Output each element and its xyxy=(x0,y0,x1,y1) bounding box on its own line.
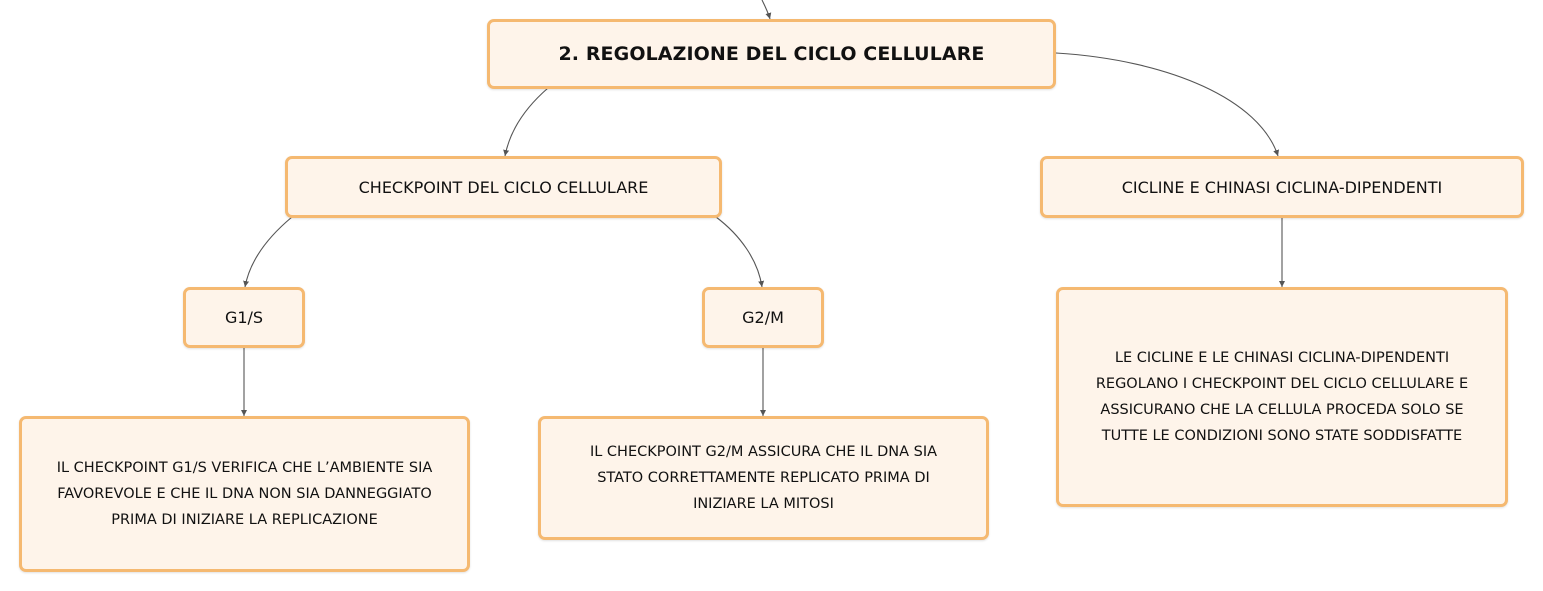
node-text: LE CICLINE E LE CHINASI CICLINA-DIPENDEN… xyxy=(1096,345,1468,449)
text-line: LE CICLINE E LE CHINASI CICLINA-DIPENDEN… xyxy=(1114,350,1450,366)
text-line: ASSICURANO CHE LA CELLULA PROCEDA SOLO S… xyxy=(1100,402,1464,418)
node-label: G2/M xyxy=(742,308,784,327)
node-g2m[interactable]: G2/M xyxy=(702,287,824,348)
node-regolazione-ciclo-cellulare[interactable]: 2. REGOLAZIONE DEL CICLO CELLULARE xyxy=(487,19,1056,89)
connector-checkpoint-to-g2m xyxy=(715,216,765,288)
node-g1s-description[interactable]: IL CHECKPOINT G1/S VERIFICA CHE L’AMBIEN… xyxy=(19,416,470,572)
node-label: CICLINE E CHINASI CICLINA-DIPENDENTI xyxy=(1121,177,1443,197)
node-cicline-chinasi[interactable]: CICLINE E CHINASI CICLINA-DIPENDENTI xyxy=(1040,156,1524,218)
text-line: IL CHECKPOINT G2/M ASSICURA CHE IL DNA S… xyxy=(589,444,938,460)
node-label: G1/S xyxy=(224,308,264,327)
text-line: IL CHECKPOINT G1/S VERIFICA CHE L’AMBIEN… xyxy=(56,460,433,476)
text-line: FAVOREVOLE E CHE IL DNA NON SIA DANNEGGI… xyxy=(57,486,432,502)
node-text: IL CHECKPOINT G2/M ASSICURA CHE IL DNA S… xyxy=(590,439,937,517)
connector-parent-to-root xyxy=(761,0,772,20)
connector-root-to-cicline xyxy=(1055,52,1280,157)
node-label: CHECKPOINT DEL CICLO CELLULARE xyxy=(358,177,649,197)
text-line: INIZIARE LA MITOSI xyxy=(693,496,834,512)
text-line: REGOLANO I CHECKPOINT DEL CICLO CELLULAR… xyxy=(1095,376,1469,392)
connector-checkpoint-to-g1s xyxy=(243,216,293,288)
node-text: IL CHECKPOINT G1/S VERIFICA CHE L’AMBIEN… xyxy=(57,455,433,533)
text-line: PRIMA DI INIZIARE LA REPLICAZIONE xyxy=(111,512,378,528)
text-line: STATO CORRETTAMENTE REPLICATO PRIMA DI xyxy=(597,470,930,486)
text-line: TUTTE LE CONDIZIONI SONO STATE SODDISFAT… xyxy=(1101,428,1463,444)
node-g2m-description[interactable]: IL CHECKPOINT G2/M ASSICURA CHE IL DNA S… xyxy=(538,416,989,540)
node-cicline-description[interactable]: LE CICLINE E LE CHINASI CICLINA-DIPENDEN… xyxy=(1056,287,1508,507)
connector-root-to-checkpoint xyxy=(503,87,549,157)
node-label: 2. REGOLAZIONE DEL CICLO CELLULARE xyxy=(558,43,985,65)
node-checkpoint-ciclo-cellulare[interactable]: CHECKPOINT DEL CICLO CELLULARE xyxy=(285,156,722,218)
node-g1s[interactable]: G1/S xyxy=(183,287,305,348)
